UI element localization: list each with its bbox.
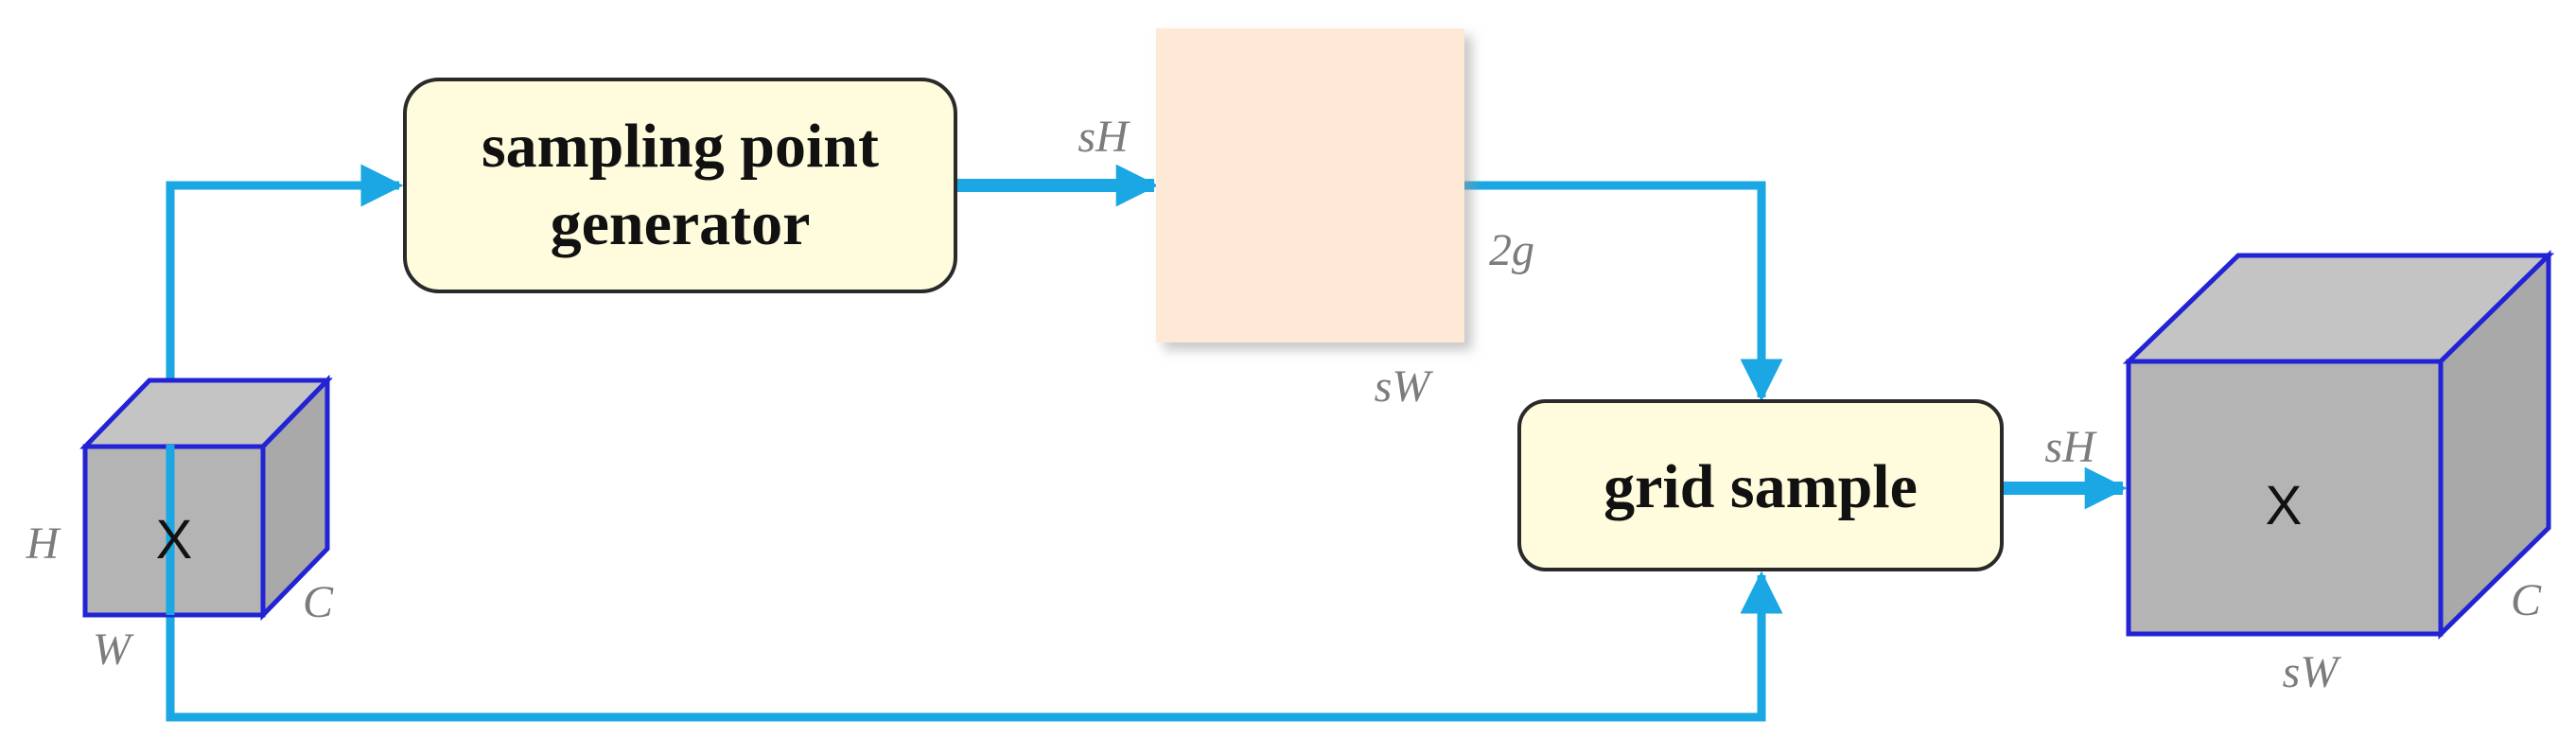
map-height-label: sH [1078, 112, 1130, 162]
grid-sample: grid sample [1517, 399, 2004, 571]
output-height-label: sH [2044, 422, 2097, 472]
sampling-map: sH 2g sW [1078, 28, 1534, 412]
map-width-label: sW [1375, 361, 1434, 412]
input-tensor-label: X [156, 509, 193, 571]
input-width-label: W [93, 624, 134, 675]
input-channel-label: C [303, 577, 334, 627]
map-channel-label: 2g [1489, 225, 1534, 275]
grid-sample-box [1517, 399, 2004, 571]
generator-box [403, 78, 957, 293]
sampling-map-square [1156, 28, 1464, 342]
generator-label-line2: generator [551, 189, 811, 258]
input-height-label: H [26, 518, 61, 569]
generator-label-line1: sampling point [482, 112, 879, 181]
output-cube-front-face [2126, 359, 2444, 637]
output-width-label: sW [2283, 647, 2342, 697]
input-tensor-cube: X H W C [26, 374, 334, 675]
arrow-input-to-grid-sample [166, 571, 1783, 722]
connectors [166, 164, 2128, 722]
sampling-point-generator: sampling point generator [403, 78, 957, 293]
output-tensor-label: X [2266, 475, 2303, 536]
output-tensor-cube: X sH C sW [2044, 250, 2555, 697]
grid-sample-label: grid sample [1603, 452, 1918, 521]
arrow-input-to-generator [166, 164, 404, 445]
arrow-map-to-grid-sample [1464, 181, 1783, 402]
output-channel-label: C [2511, 575, 2542, 625]
